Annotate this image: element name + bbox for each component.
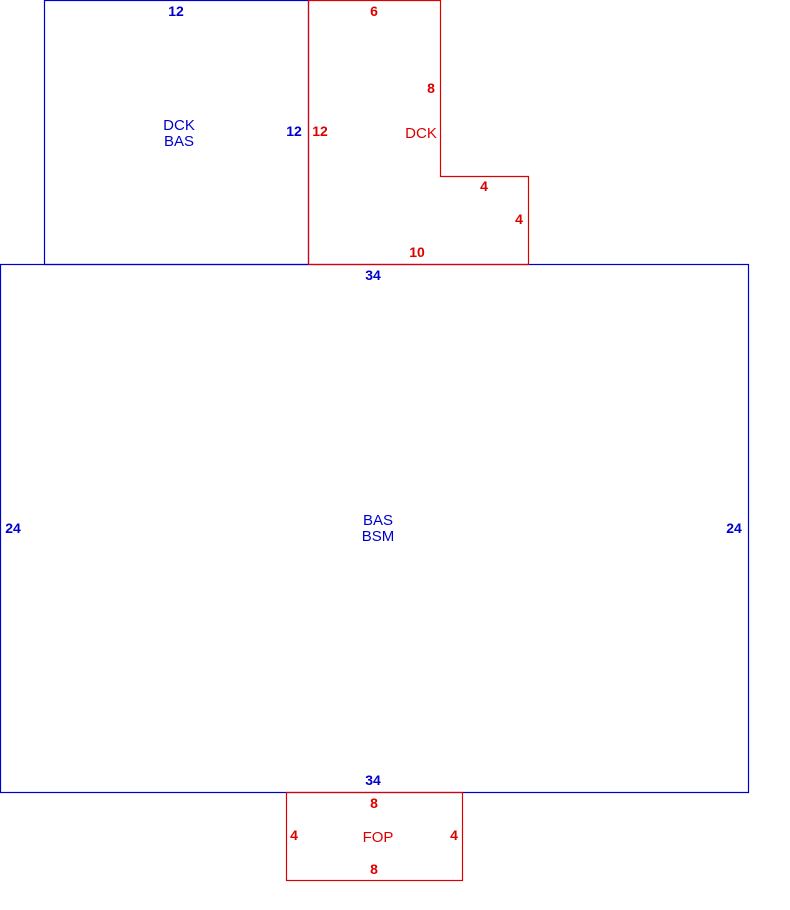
upper-left-area-code-1: DCK	[163, 117, 195, 134]
upper-left-area-label: DCK BAS	[163, 118, 195, 150]
deck-area-code: DCK	[405, 125, 437, 142]
dim-porch-left: 4	[290, 827, 298, 843]
dim-deck-step-horizontal: 4	[480, 178, 488, 194]
deck-area-outline	[307, 0, 530, 266]
main-area-code-1: BAS	[362, 512, 394, 529]
dim-upper-left-top: 12	[168, 3, 184, 19]
dim-main-top: 34	[365, 267, 381, 283]
dim-deck-bottom: 10	[409, 244, 425, 260]
upper-left-area-code-2: BAS	[163, 133, 195, 150]
porch-area-label: FOP	[363, 830, 394, 846]
dim-main-bottom: 34	[365, 772, 381, 788]
dim-deck-step-vertical: 4	[515, 211, 523, 227]
dim-porch-bottom: 8	[370, 861, 378, 877]
porch-area-code: FOP	[362, 829, 394, 846]
main-area-label: BAS BSM	[362, 513, 395, 545]
dim-porch-right: 4	[450, 827, 458, 843]
main-area-code-2: BSM	[361, 528, 395, 545]
porch-area-outline	[285, 791, 464, 882]
dim-upper-left-right: 12	[286, 123, 302, 139]
dim-deck-top: 6	[370, 3, 378, 19]
deck-area-label: DCK	[405, 126, 437, 142]
dim-main-right: 24	[726, 520, 742, 536]
dim-deck-left: 12	[312, 123, 328, 139]
dim-main-left: 24	[5, 520, 21, 536]
dim-deck-right-upper: 8	[427, 80, 435, 96]
dim-porch-top: 8	[370, 795, 378, 811]
